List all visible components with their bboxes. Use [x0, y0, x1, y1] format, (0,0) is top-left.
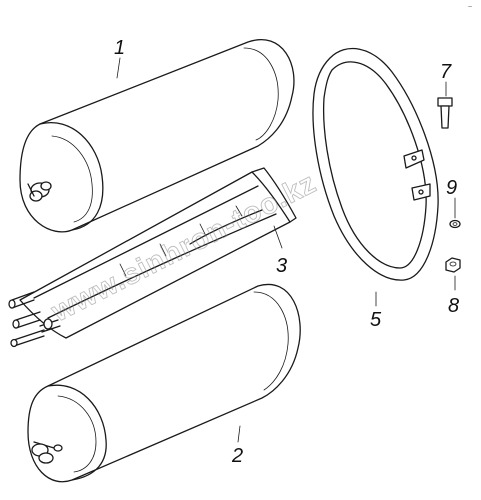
- receiver-top-far-seam: [243, 47, 279, 141]
- bolt-shank: [440, 105, 450, 129]
- strap-inner: [323, 61, 427, 269]
- leader-lines: [116, 57, 456, 443]
- receiver-bottom-seam: [57, 395, 97, 473]
- callout-2: 2: [231, 445, 243, 467]
- bracket-flange: [251, 167, 297, 223]
- bracket-pipe-fittings: [8, 291, 61, 348]
- receiver-top: [19, 39, 295, 233]
- receiver-top-end-cap: [39, 122, 104, 231]
- washer: [449, 219, 461, 229]
- callout-5: 5: [370, 309, 382, 331]
- receiver-top-fitting: [27, 181, 52, 202]
- bracket-hatch: [119, 205, 243, 277]
- receiver-bottom: [27, 283, 301, 483]
- bolt-head: [437, 97, 453, 107]
- callout-7: 7: [440, 61, 452, 83]
- callout-1: 1: [114, 37, 125, 59]
- strap-bracket-upper: [403, 149, 425, 169]
- bracket-rib: [189, 209, 263, 245]
- bracket-lower-edge: [47, 213, 277, 319]
- receiver-bottom-far-seam: [253, 291, 289, 391]
- receiver-bottom-body: [27, 283, 301, 483]
- strap-bracket-lower: [411, 183, 431, 201]
- bolt: [437, 97, 453, 129]
- leader-1: [116, 57, 121, 79]
- leader-2: [237, 425, 241, 443]
- clamp-strap: [312, 47, 439, 281]
- bracket-inner-edge: [33, 185, 259, 299]
- receiver-top-body: [19, 39, 295, 233]
- nut: [445, 257, 461, 273]
- receiver-top-seam: [51, 135, 93, 223]
- callout-3: 3: [276, 255, 287, 277]
- receiver-bottom-end-cap: [47, 384, 107, 481]
- callout-8: 8: [448, 295, 459, 317]
- leader-3: [273, 225, 283, 249]
- strap-outer: [312, 47, 439, 281]
- receiver-bottom-fitting: [31, 441, 63, 464]
- mounting-bracket: [8, 167, 297, 348]
- corner-mark: ~: [468, 4, 472, 11]
- callout-9: 9: [446, 177, 457, 199]
